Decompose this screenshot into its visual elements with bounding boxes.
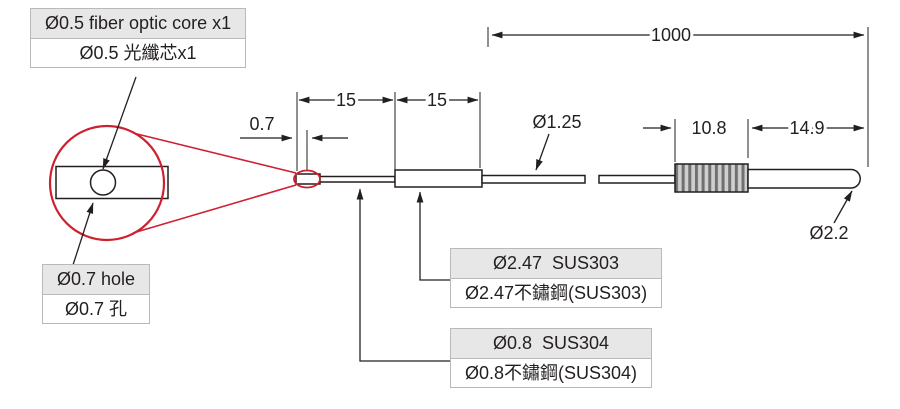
detail-hole-circle bbox=[89, 169, 117, 196]
sus303-label-en: Ø2.47 SUS303 bbox=[450, 248, 663, 279]
leader-sus303-arrow bbox=[416, 191, 452, 281]
magnifier-circle bbox=[48, 124, 166, 242]
leader-hole-arrow bbox=[72, 202, 94, 266]
sus304-label-zh: Ø0.8不鏽鋼(SUS304) bbox=[450, 357, 653, 388]
dim-tip-length: 0.7 bbox=[249, 114, 274, 134]
part-end-tube bbox=[747, 168, 861, 189]
tip-highlight-ellipse bbox=[293, 169, 321, 189]
probe-assembly bbox=[295, 163, 861, 193]
extension-lines bbox=[296, 27, 869, 173]
dim-segment1-length: 15 bbox=[336, 90, 356, 110]
part-sus304-wire bbox=[319, 175, 396, 183]
sus304-label-en: Ø0.8 SUS304 bbox=[450, 328, 653, 359]
dimension-texts: 1000 15 15 0.7 Ø1.25 10.8 14.9 Ø2.2 bbox=[246, 22, 851, 246]
hole-label-zh: Ø0.7 孔 bbox=[42, 293, 151, 324]
sus303-label-zh: Ø2.47不鏽鋼(SUS303) bbox=[450, 277, 663, 308]
leader-fiber-core-arrow bbox=[102, 76, 137, 170]
part-ferrule-tip bbox=[295, 173, 321, 185]
sus303-callout: Ø2.47 SUS303 Ø2.47不鏽鋼(SUS303) bbox=[450, 248, 663, 308]
leader-arrows bbox=[72, 76, 853, 362]
part-cable-left-section bbox=[481, 174, 586, 184]
fiber-core-callout: Ø0.5 fiber optic core x1 Ø0.5 光纖芯x1 bbox=[30, 8, 247, 68]
dim-end-tube-diameter: Ø2.2 bbox=[809, 223, 848, 243]
part-cable-right-section bbox=[598, 174, 676, 184]
dim-cable-diameter: Ø1.25 bbox=[532, 112, 581, 132]
hole-label-en: Ø0.7 hole bbox=[42, 264, 151, 295]
dim-end-tube-length: 14.9 bbox=[789, 118, 824, 138]
part-sus303-tube bbox=[394, 169, 483, 188]
leader-cable-diameter-arrow bbox=[535, 133, 550, 171]
dim-segment2-length: 15 bbox=[427, 90, 447, 110]
dim-boot-length: 10.8 bbox=[691, 118, 726, 138]
leader-sus304-arrow bbox=[356, 188, 452, 362]
sus304-callout: Ø0.8 SUS304 Ø0.8不鏽鋼(SUS304) bbox=[450, 328, 653, 388]
fiber-core-label-zh: Ø0.5 光纖芯x1 bbox=[30, 37, 247, 68]
dimension-lines bbox=[240, 31, 865, 142]
magnified-detail-view bbox=[48, 124, 321, 242]
magnifier-cone-upper-line bbox=[132, 132, 297, 174]
leader-end-tube-diameter-arrow bbox=[833, 190, 853, 224]
hole-callout: Ø0.7 hole Ø0.7 孔 bbox=[42, 264, 151, 324]
magnifier-cone-lower-line bbox=[132, 184, 297, 234]
part-strain-relief-boot bbox=[674, 163, 749, 193]
dim-overall-length: 1000 bbox=[651, 25, 691, 45]
fiber-core-label-en: Ø0.5 fiber optic core x1 bbox=[30, 8, 247, 39]
